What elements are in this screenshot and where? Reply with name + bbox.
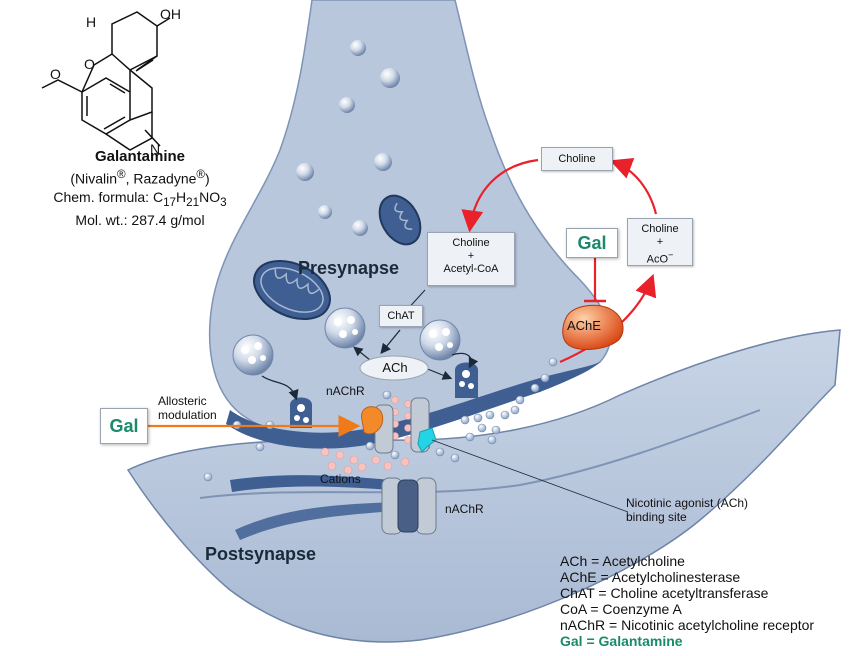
legend-item: ACh = Acetylcholine xyxy=(560,553,685,569)
drug-brands-suffix: ) xyxy=(205,170,210,187)
allosteric-line2: modulation xyxy=(158,408,217,422)
allosteric-label: Allosteric modulation xyxy=(158,394,217,422)
chat-box: ChAT xyxy=(379,305,423,327)
drug-brands-prefix: (Nivalin xyxy=(70,170,117,187)
presynapse-label: Presynapse xyxy=(298,258,400,278)
exocytosis-right xyxy=(455,362,478,398)
legend-item: CoA = Coenzyme A xyxy=(560,601,682,617)
molecule-o-ring: O xyxy=(84,56,95,72)
choline-acetylcoa-line1: Choline xyxy=(452,237,490,249)
postsynaptic-cell xyxy=(126,329,841,643)
molecule-n: N xyxy=(150,141,160,157)
vesicle-arrow-right xyxy=(451,352,479,369)
choline-acetylcoa-box: Choline + Acetyl-CoA xyxy=(427,232,515,286)
choline-aco-line1: Choline xyxy=(641,223,679,235)
mitochondrion-right xyxy=(378,194,422,246)
choline-acetylcoa-line3: Acetyl-CoA xyxy=(443,263,499,275)
drug-info: Galantamine (Nivalin®, Razadyne®) Chem. … xyxy=(40,148,240,229)
binding-line2: binding site xyxy=(626,510,687,524)
choline-aco-line2: + xyxy=(656,236,664,248)
postsynaptic-fold xyxy=(199,409,761,499)
legend-item: ChAT = Choline acetyltransferase xyxy=(560,585,769,601)
ach-to-vesicle-right xyxy=(424,367,453,380)
ach-vesicle-center xyxy=(324,307,366,349)
binding-site-label: Nicotinic agonist (ACh) binding site xyxy=(626,496,748,524)
ache-enzyme xyxy=(562,304,624,350)
nachr-label-bottom: nAChR xyxy=(445,502,484,516)
nachr-receptor-bottom xyxy=(381,477,437,535)
reg-mark: ® xyxy=(196,168,206,181)
legend-item-gal: Gal = Galantamine xyxy=(560,633,683,649)
choline-aco-box: Choline + AcO− xyxy=(627,218,693,266)
ache-label: AChE xyxy=(567,318,601,333)
formula-o: 3 xyxy=(220,195,227,209)
drug-brands-mid: , Razadyne xyxy=(125,170,197,187)
molecule-oh: OH xyxy=(160,6,181,22)
drug-brands: (Nivalin®, Razadyne®) xyxy=(40,166,240,188)
postsynapse-label: Postsynapse xyxy=(205,544,317,564)
nachr-receptor-top xyxy=(361,397,437,454)
choline-acetylcoa-line2: + xyxy=(467,250,475,262)
cations-label: Cations xyxy=(320,472,361,486)
allosteric-site xyxy=(361,406,384,435)
arrow-choline-to-acetylcoa xyxy=(461,158,539,233)
reg-mark: ® xyxy=(117,168,126,181)
formula-c: 17 xyxy=(163,195,177,209)
binding-line1: Nicotinic agonist (ACh) xyxy=(626,496,749,510)
ach-ellipse xyxy=(359,355,429,381)
small-vesicles xyxy=(296,40,400,236)
exocytosis-left xyxy=(290,397,312,428)
molecule-o-methoxy: O xyxy=(50,66,61,82)
molecule-h: H xyxy=(86,14,96,30)
aco-charge: − xyxy=(668,250,674,260)
formula-rest: NO xyxy=(199,188,221,205)
ach-label: ACh xyxy=(382,360,408,375)
ach-vesicle-right xyxy=(419,319,461,361)
choline-box: Choline xyxy=(541,147,613,171)
gal-box-left: Gal xyxy=(100,408,148,444)
ach-vesicle-left xyxy=(232,334,274,376)
drug-mol-wt: Mol. wt.: 287.4 g/mol xyxy=(75,212,205,229)
binding-site-pointer xyxy=(431,439,629,513)
allosteric-line1: Allosteric xyxy=(158,394,207,408)
choline-aco-line3: AcO− xyxy=(628,249,692,267)
arrow-aco-to-choline xyxy=(609,157,658,215)
formula-label: Chem. formula: C xyxy=(53,188,164,205)
abbreviation-legend: ACh = Acetylcholine AChE = Acetylcholine… xyxy=(560,553,814,649)
nachr-label-top: nAChR xyxy=(326,384,365,398)
mitochondrion-left xyxy=(253,259,331,321)
legend-item: nAChR = Nicotinic acetylcholine receptor xyxy=(560,617,815,633)
vesicle-arrow-left xyxy=(261,375,299,401)
aco-text: AcO xyxy=(646,253,669,266)
formula-h: 21 xyxy=(186,195,200,209)
drug-name: Galantamine xyxy=(94,148,186,165)
gal-box-top: Gal xyxy=(566,228,618,258)
formula-h-letter: H xyxy=(176,188,187,205)
postsynaptic-membrane-band xyxy=(230,475,420,492)
chat-arrow xyxy=(380,329,401,355)
agonist-binding-site xyxy=(417,427,437,453)
galantamine-structure xyxy=(41,11,171,151)
legend-item: AChE = Acetylcholinesterase xyxy=(560,569,741,585)
drug-formula: Chem. formula: C17H21NO3 xyxy=(40,188,240,212)
